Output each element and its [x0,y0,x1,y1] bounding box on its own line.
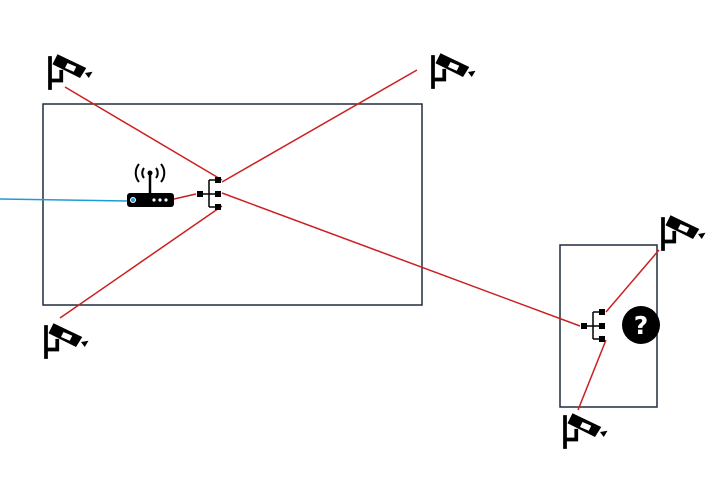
question-mark-icon: ? [622,306,660,344]
link-camera3-switch [59,205,223,319]
link-camera2-switch [221,69,418,183]
network-switch-icon [196,176,222,211]
link-router-switch [173,193,197,200]
security-camera-icon [48,52,95,90]
unknown-device-glyph: ? [634,311,649,340]
link-camera1-switch [64,86,223,181]
link-camera5-switch2 [577,339,607,411]
security-camera-icon [563,411,610,449]
security-camera-icon [431,51,478,89]
link-camera4-switch2 [605,249,660,313]
link-switch1-switch2 [221,192,581,327]
area-main [42,103,423,306]
network-switch-icon [580,308,606,343]
wifi-router-icon [127,163,174,207]
security-camera-icon [661,213,708,251]
security-camera-icon [44,321,91,359]
uplink-line [0,198,132,202]
